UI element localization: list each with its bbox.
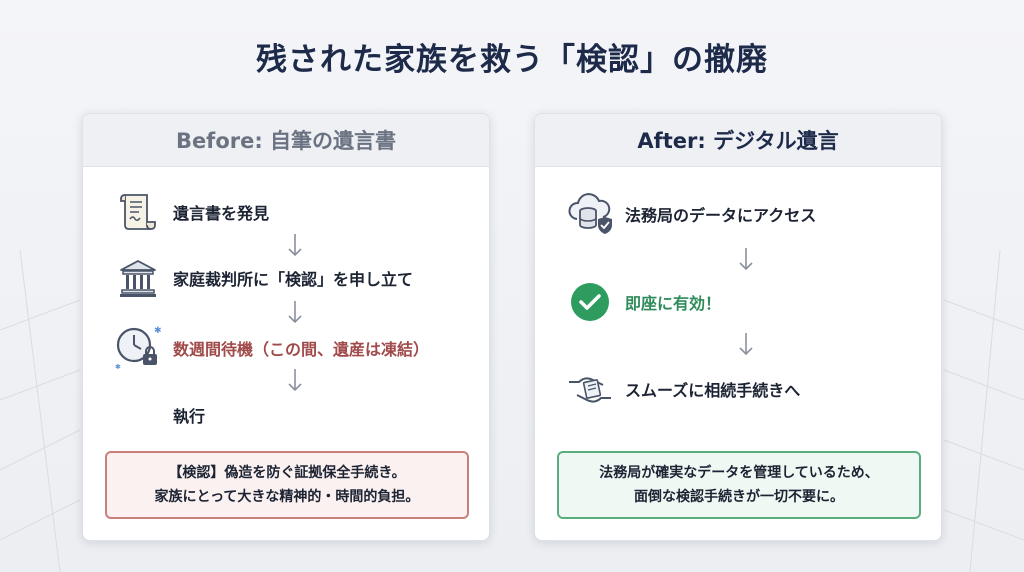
before-step-find: 遺言書を発見 <box>113 187 269 237</box>
down-arrow-icon <box>288 234 302 257</box>
before-step-label: 執行 <box>173 407 206 426</box>
handover-document-icon <box>565 364 615 414</box>
check-circle-icon <box>565 277 615 327</box>
svg-text:✱: ✱ <box>115 363 121 371</box>
before-note: 【検認】偽造を防ぐ証拠保全手続き。 家族にとって大きな精神的・時間的負担。 <box>105 451 469 519</box>
down-arrow-icon <box>739 248 753 271</box>
after-step-label: 法務局のデータにアクセス <box>625 206 817 225</box>
after-step-label: スムーズに相続手続きへ <box>625 381 801 400</box>
before-step-wait: ✱ ✱ 数週間待機（この間、遺産は凍結） <box>113 323 429 373</box>
after-note: 法務局が確実なデータを管理しているため、 面倒な検認手続きが一切不要に。 <box>557 451 921 519</box>
courthouse-icon <box>113 253 163 303</box>
before-card: Before: 自筆の遺言書 遺言書を発見 <box>82 113 490 541</box>
after-card: After: デジタル遺言 法務局のデータにアクセス 即座に有効！ <box>534 113 942 541</box>
before-note-line: 家族にとって大きな精神的・時間的負担。 <box>154 489 420 505</box>
down-arrow-icon <box>739 333 753 356</box>
before-note-line: 【検認】偽造を防ぐ証拠保全手続き。 <box>168 465 406 481</box>
clock-lock-icon: ✱ ✱ <box>113 323 163 373</box>
page-title: 残された家族を救う「検認」の撤廃 <box>256 42 768 78</box>
before-step-petition: 家庭裁判所に「検認」を申し立て <box>113 253 413 303</box>
before-step-label: 数週間待機（この間、遺産は凍結） <box>173 340 430 359</box>
before-step-execute: 執行 <box>113 390 205 440</box>
after-heading: After: デジタル遺言 <box>535 114 941 167</box>
after-note-line: 面倒な検認手続きが一切不要に。 <box>634 489 844 505</box>
after-step-valid: 即座に有効！ <box>565 277 721 327</box>
after-step-inheritance: スムーズに相続手続きへ <box>565 364 800 414</box>
svg-text:✱: ✱ <box>154 326 162 336</box>
before-heading: Before: 自筆の遺言書 <box>83 114 489 167</box>
down-arrow-icon <box>288 301 302 324</box>
cloud-database-shield-icon <box>565 189 615 239</box>
document-scroll-icon <box>113 187 163 237</box>
after-step-label: 即座に有効！ <box>625 294 722 313</box>
after-note-line: 法務局が確実なデータを管理しているため、 <box>599 465 879 481</box>
before-step-label: 家庭裁判所に「検認」を申し立て <box>173 270 414 289</box>
before-step-label: 遺言書を発見 <box>173 204 270 223</box>
down-arrow-icon <box>288 369 302 392</box>
after-step-access: 法務局のデータにアクセス <box>565 189 816 239</box>
